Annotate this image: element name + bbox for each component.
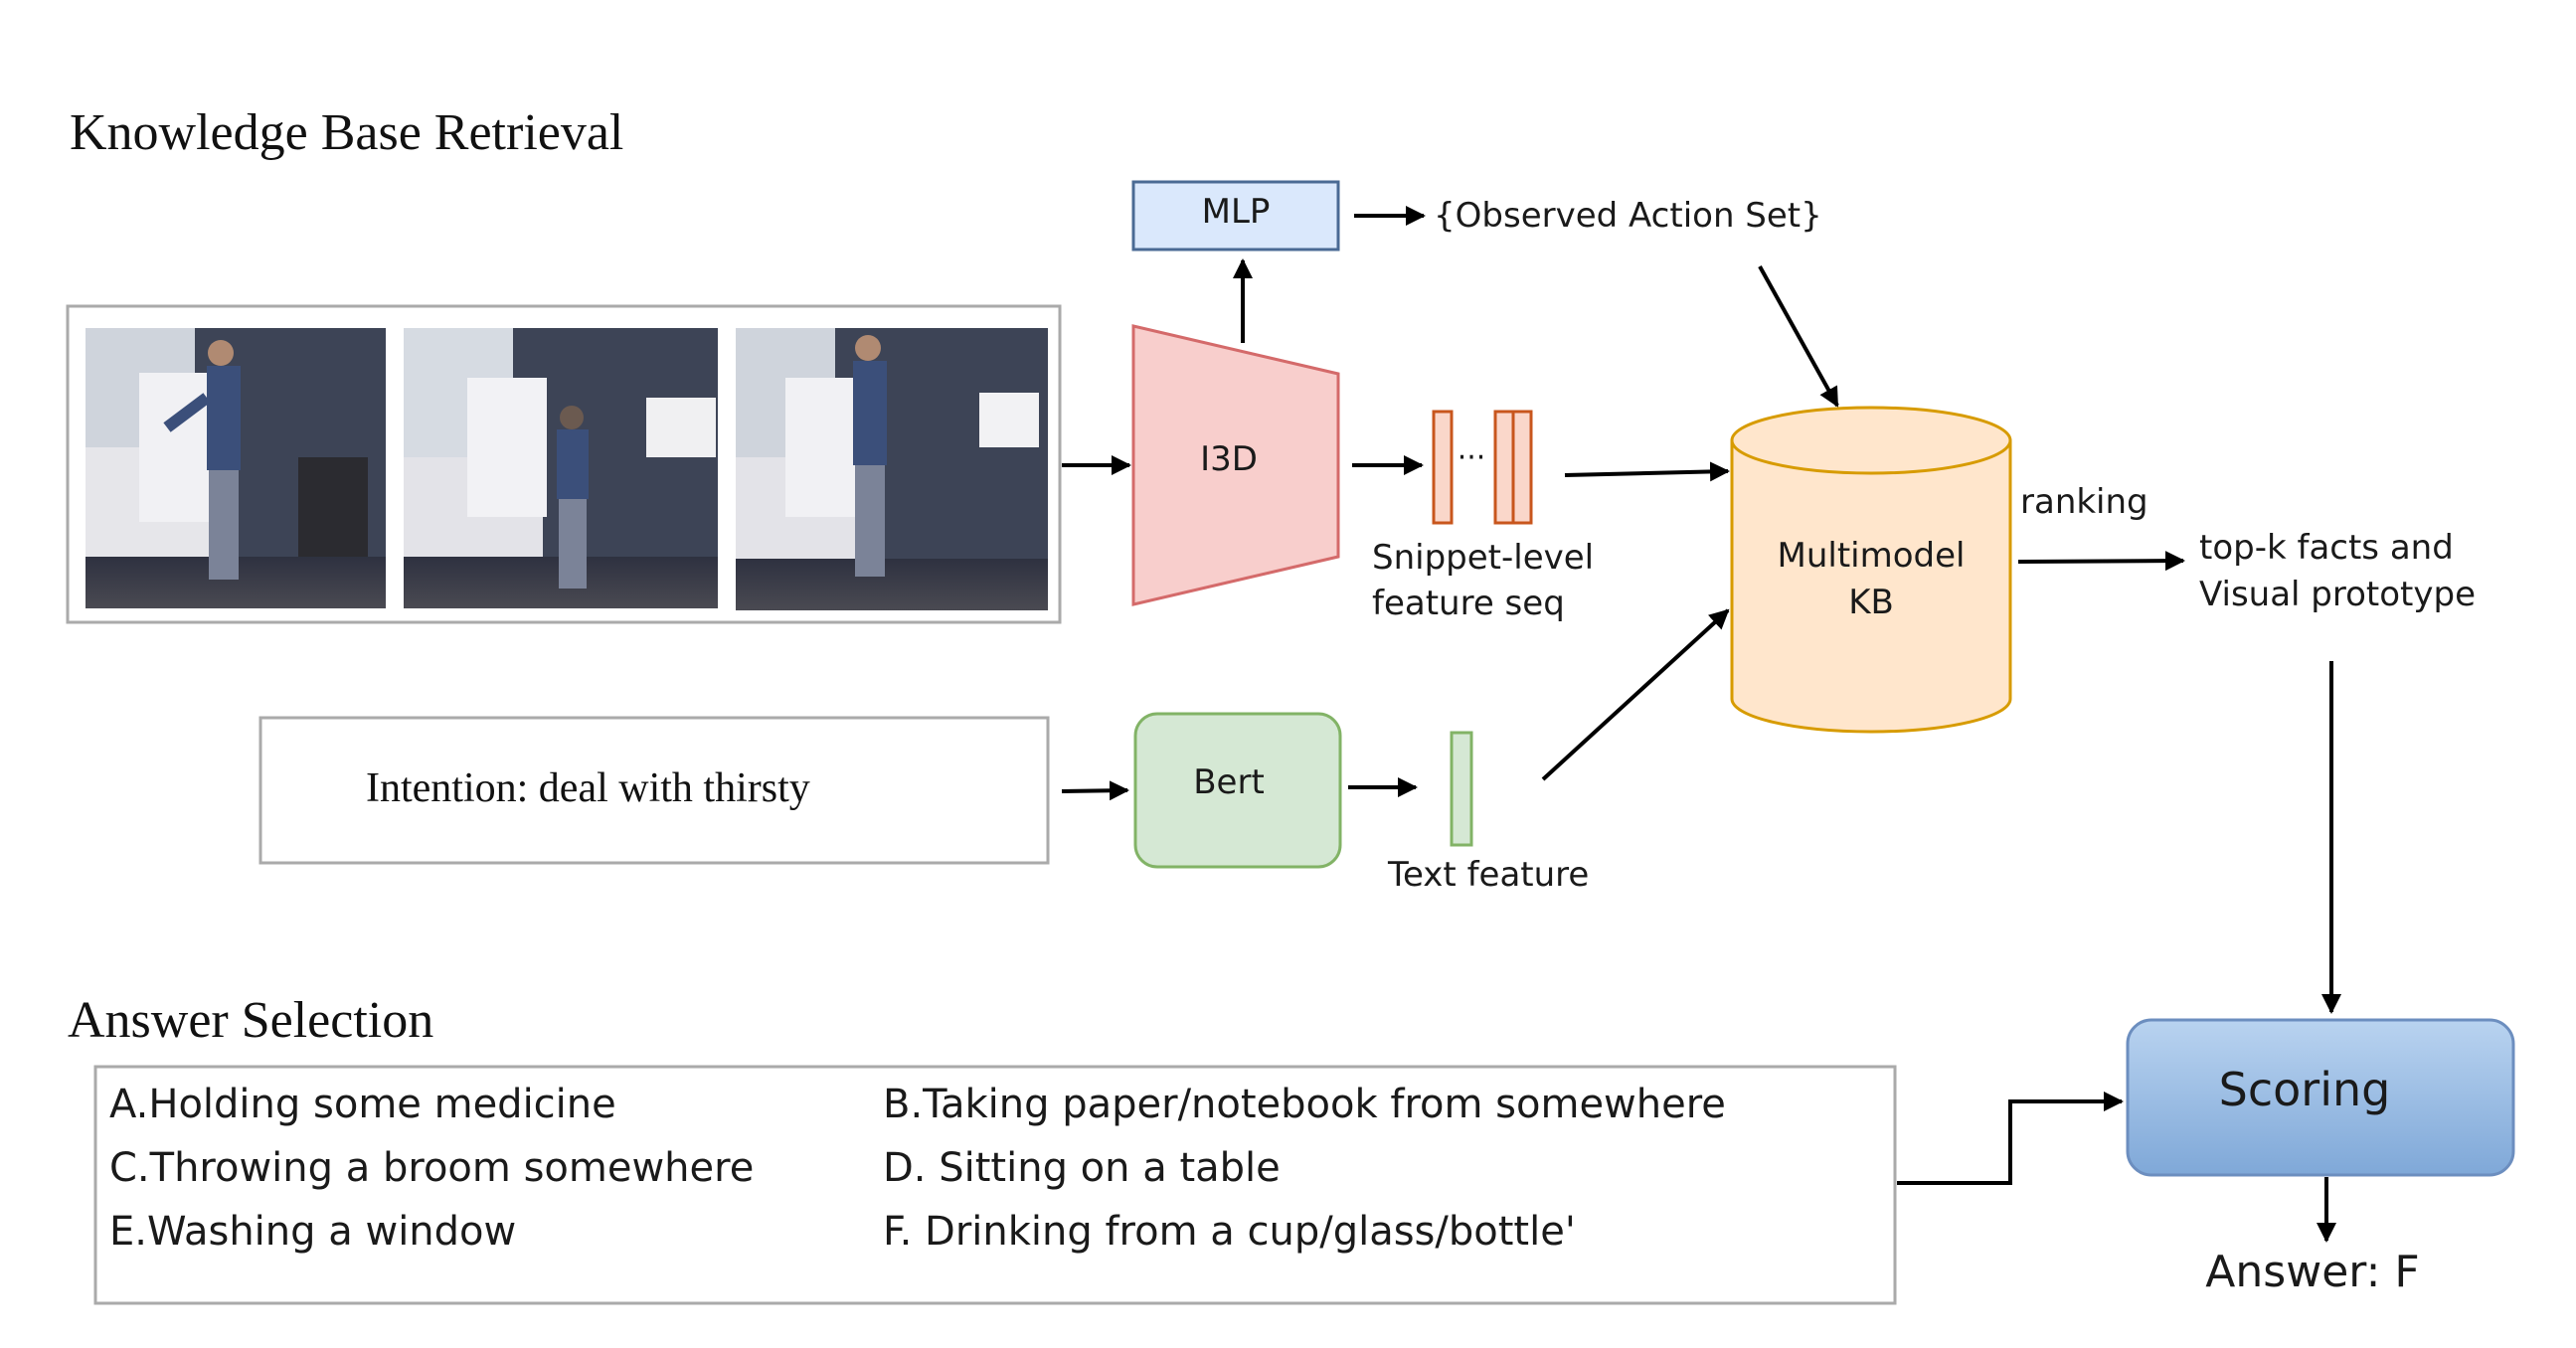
multimodel-kb-cylinder bbox=[1730, 406, 2012, 734]
text-feature-label: Text feature bbox=[1387, 855, 1589, 895]
snippet-feature-seq bbox=[1432, 410, 1533, 525]
scoring-label: Scoring bbox=[2219, 1063, 2391, 1116]
arrow-options-to-scoring bbox=[1897, 1092, 2124, 1185]
answer-selection-title: Answer Selection bbox=[68, 992, 433, 1049]
snippet-label-line1: Snippet-level bbox=[1372, 538, 1594, 578]
kb-label-line2: KB bbox=[1848, 583, 1894, 622]
option-e: E.Washing a window bbox=[109, 1209, 516, 1255]
snippet-label-line2: feature seq bbox=[1372, 584, 1565, 623]
mlp-label: MLP bbox=[1202, 192, 1271, 232]
observed-action-set-label: {Observed Action Set} bbox=[1434, 196, 1822, 236]
option-b: B.Taking paper/notebook from somewhere bbox=[883, 1082, 1726, 1127]
kb-retrieval-title: Knowledge Base Retrieval bbox=[70, 104, 623, 161]
answer-label: Answer: F bbox=[2205, 1247, 2419, 1297]
i3d-label: I3D bbox=[1200, 439, 1258, 479]
video-frame-2 bbox=[404, 328, 718, 608]
option-f: F. Drinking from a cup/glass/bottle' bbox=[883, 1209, 1576, 1255]
ranking-label: ranking bbox=[2020, 482, 2148, 522]
i3d-block bbox=[1131, 324, 1340, 606]
arrow-text-feature-to-kb bbox=[1541, 608, 1730, 781]
arrow-action-set-to-kb bbox=[1758, 265, 1839, 408]
snippet-dots: ··· bbox=[1458, 440, 1486, 475]
scoring-block bbox=[2126, 1018, 2515, 1177]
video-frame-1 bbox=[86, 328, 386, 608]
bert-block bbox=[1133, 712, 1342, 869]
topk-label-line2: Visual prototype bbox=[2199, 575, 2476, 614]
kb-label-line1: Multimodel bbox=[1778, 536, 1966, 576]
mlp-block bbox=[1131, 180, 1340, 252]
option-c: C.Throwing a broom somewhere bbox=[109, 1145, 754, 1191]
text-feature-bar bbox=[1450, 731, 1473, 847]
intention-box bbox=[258, 716, 1050, 865]
arrow-kb-to-topk bbox=[2017, 551, 2185, 572]
arrow-snippets-to-kb bbox=[1564, 461, 1730, 482]
arrow-intention-to-bert bbox=[1061, 780, 1129, 801]
answer-options-box bbox=[93, 1065, 1897, 1305]
option-a: A.Holding some medicine bbox=[109, 1082, 616, 1127]
intention-text: Intention: deal with thirsty bbox=[366, 765, 810, 811]
option-d: D. Sitting on a table bbox=[883, 1145, 1281, 1191]
video-frame-3 bbox=[736, 328, 1048, 610]
topk-label-line1: top-k facts and bbox=[2199, 528, 2454, 568]
bert-label: Bert bbox=[1193, 762, 1265, 802]
